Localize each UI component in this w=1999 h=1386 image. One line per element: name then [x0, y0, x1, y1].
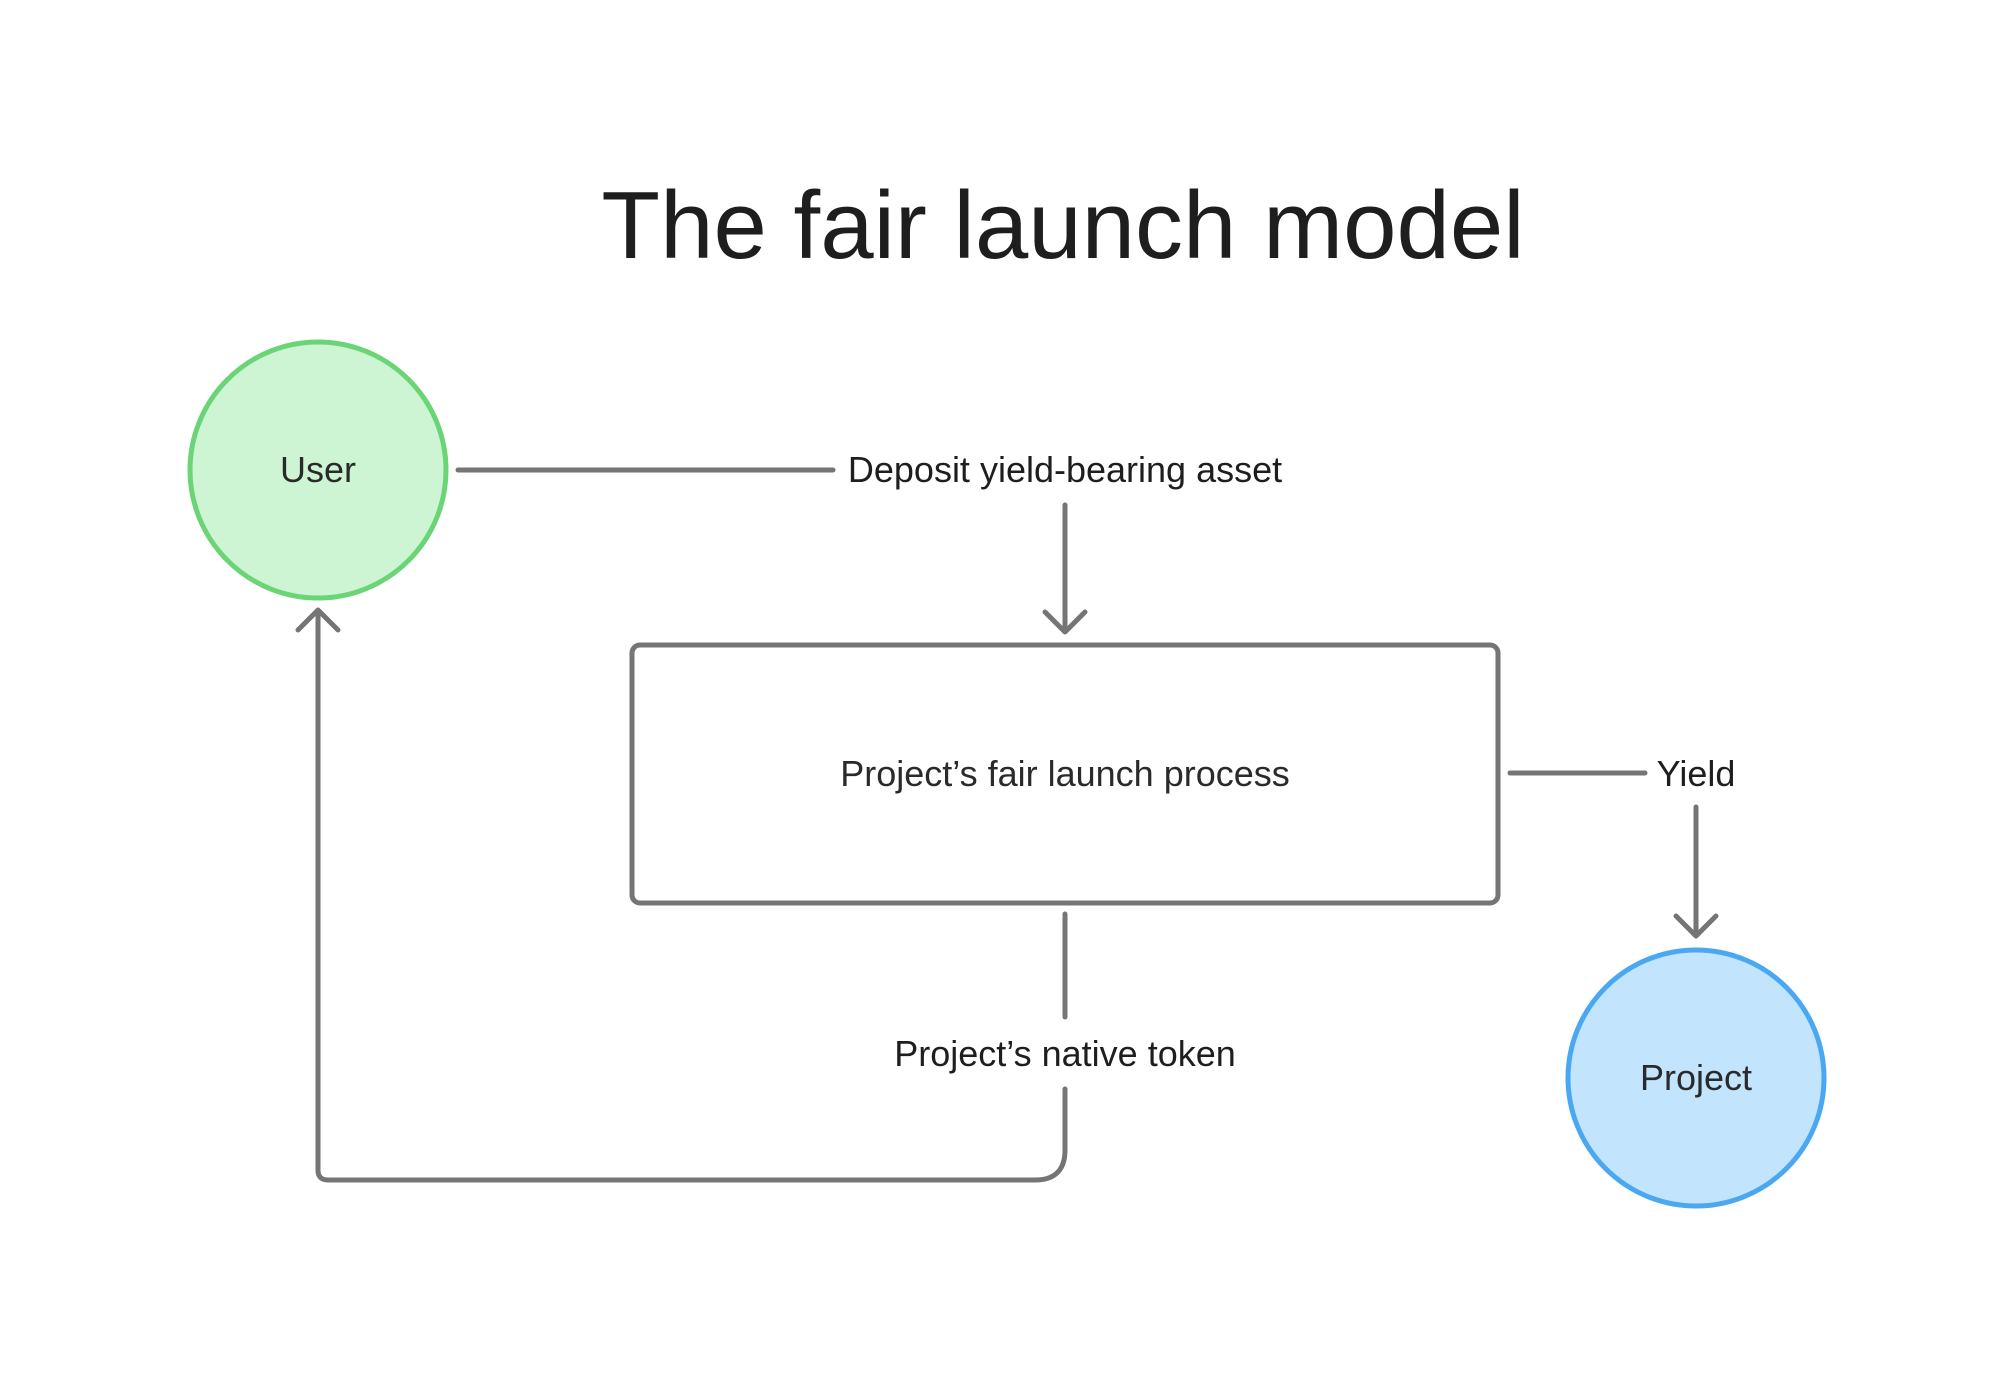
arrowhead-native-token	[295, 607, 341, 633]
project-label: Project	[1640, 1057, 1752, 1098]
edge-label-deposit: Deposit yield-bearing asset	[848, 449, 1282, 490]
edge-label-yield: Yield	[1657, 753, 1736, 794]
arrowhead-deposit	[1042, 609, 1088, 635]
user-circle	[187, 339, 449, 601]
arrowhead-yield	[1673, 913, 1719, 939]
node-user: User	[187, 339, 449, 601]
node-fair-launch-process: Project’s fair launch process	[629, 642, 1501, 906]
edge-label-native-token: Project’s native token	[894, 1033, 1236, 1074]
node-project: Project	[1565, 947, 1827, 1209]
connector-token-to-user	[315, 609, 1068, 1183]
diagram-title: The fair launch model	[601, 172, 1524, 279]
project-circle	[1565, 947, 1827, 1209]
process-label: Project’s fair launch process	[840, 753, 1290, 794]
user-label: User	[280, 449, 356, 490]
process-box	[629, 642, 1501, 906]
